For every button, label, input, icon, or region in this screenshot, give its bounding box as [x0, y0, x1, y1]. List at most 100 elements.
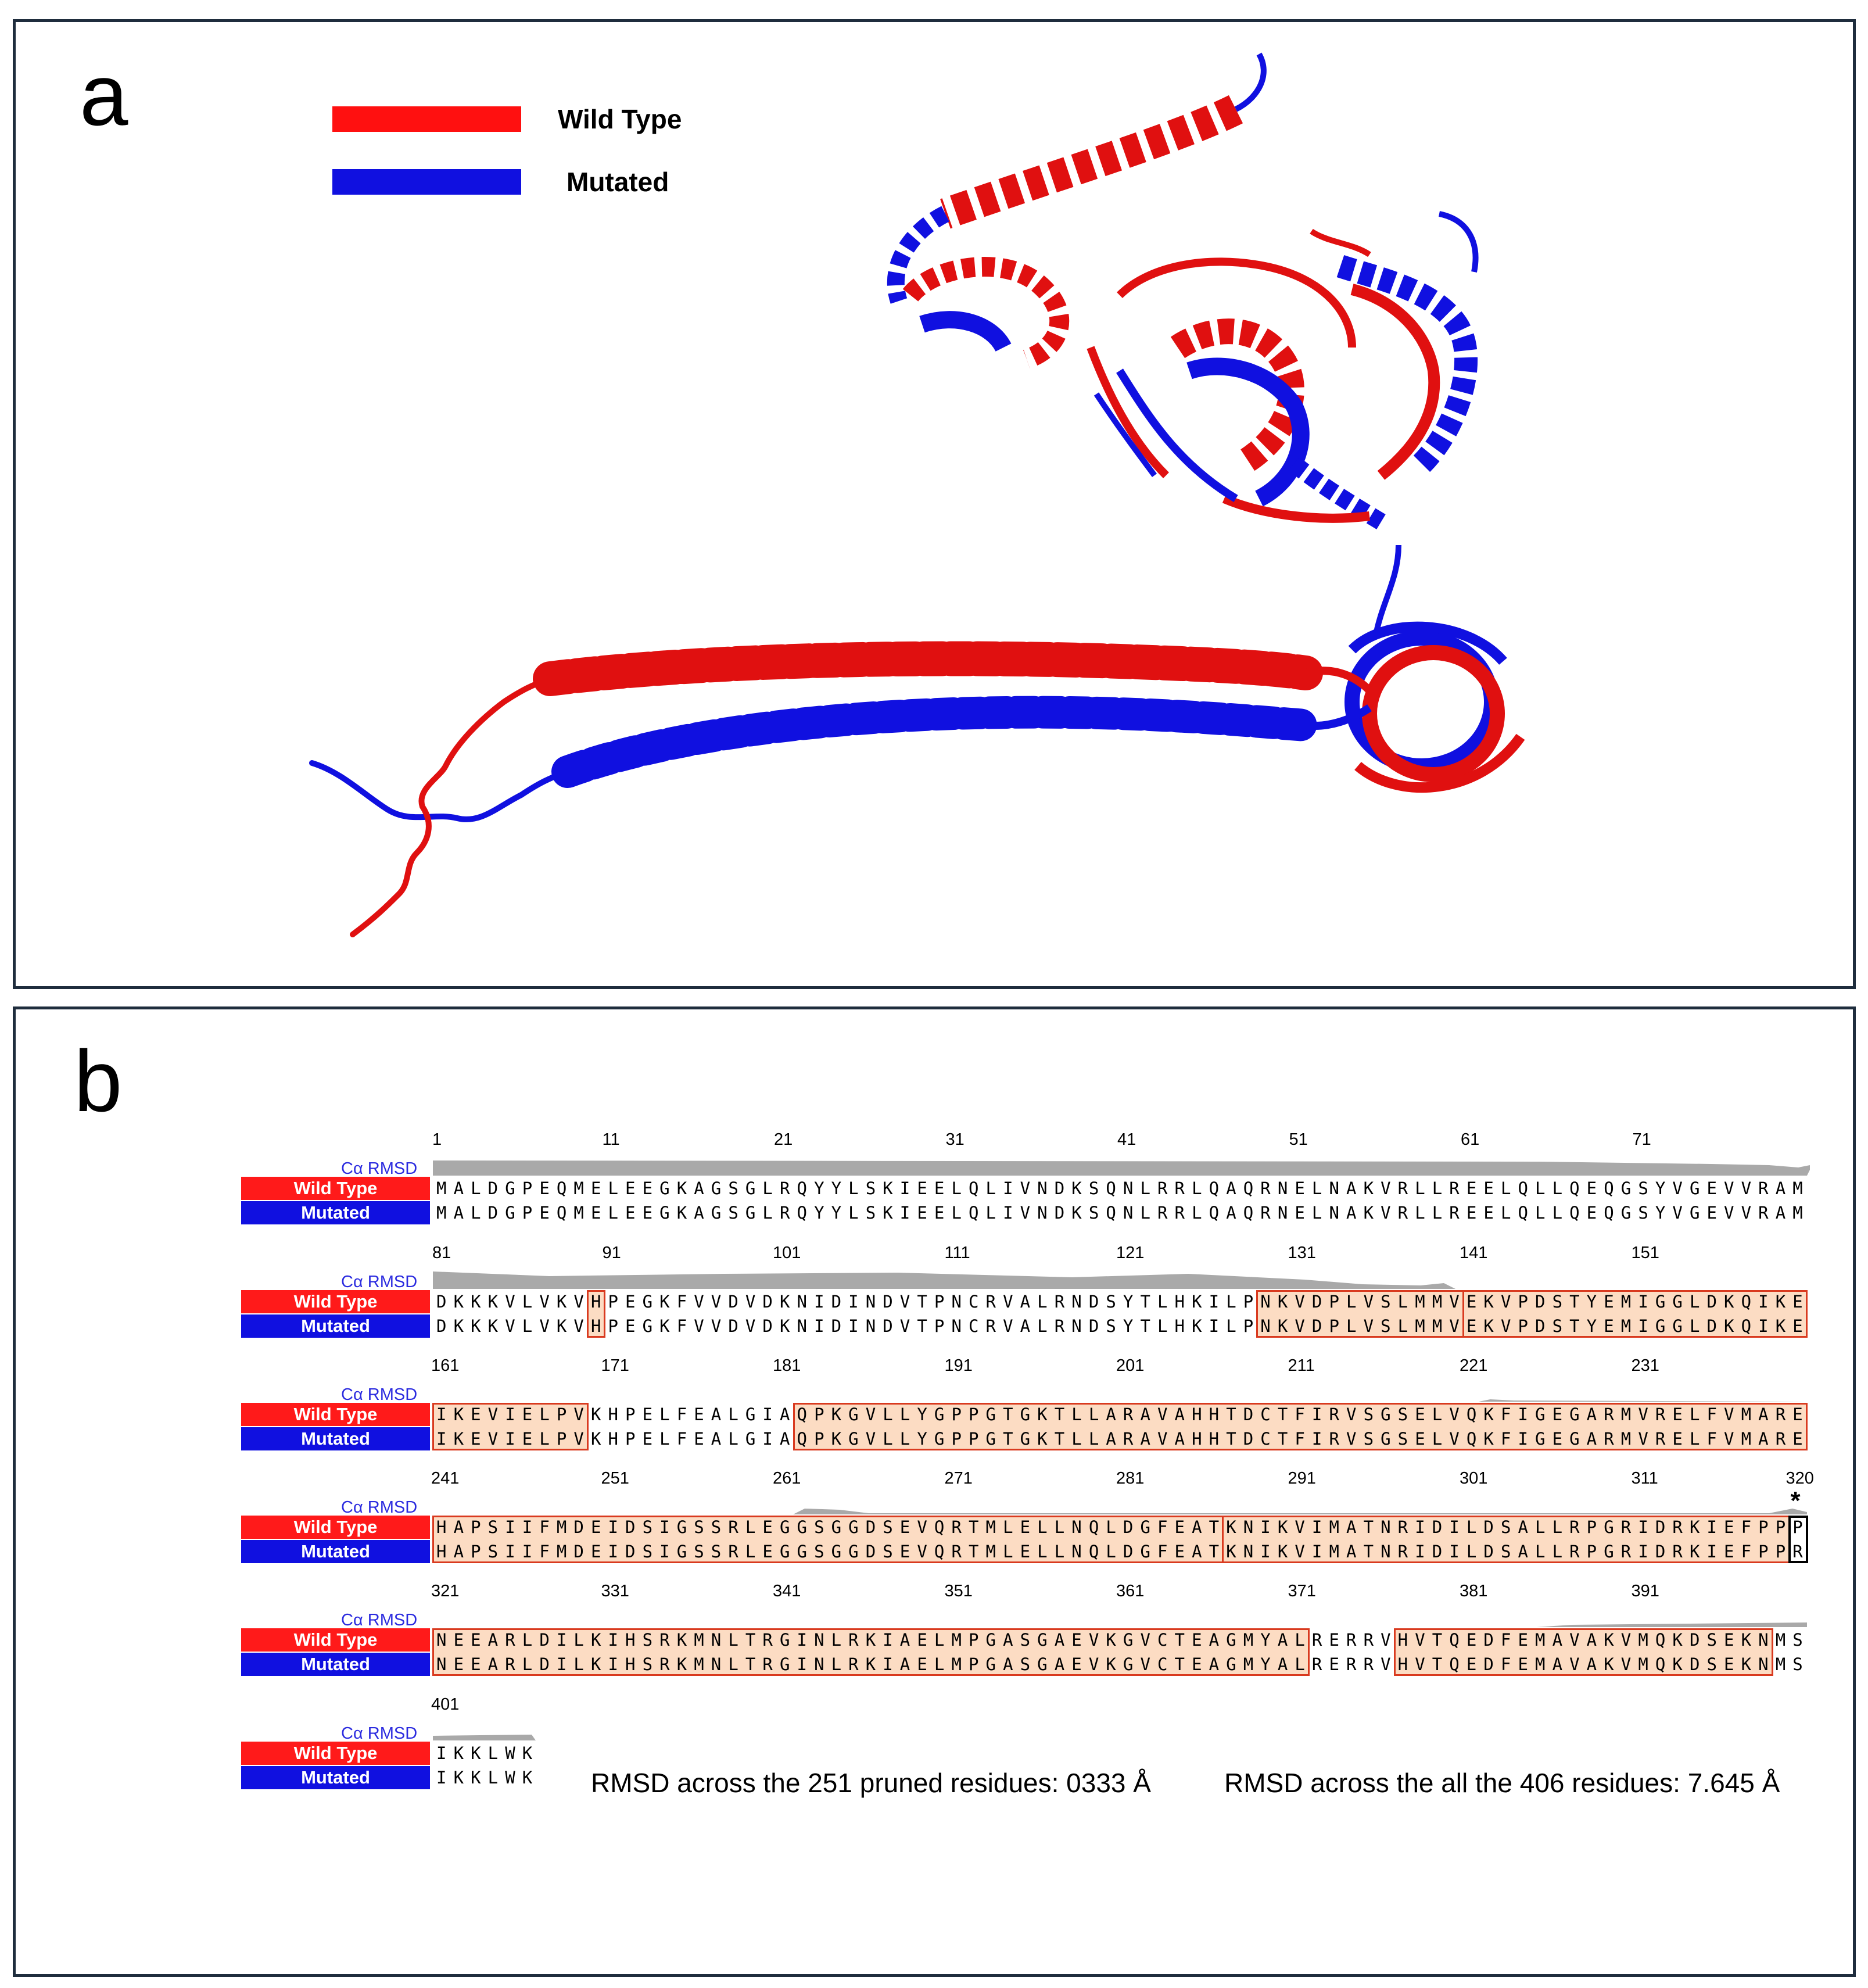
rmsd-track	[433, 1622, 1807, 1627]
rmsd-label: Cα RMSD	[341, 1273, 418, 1291]
position-number: 361	[1116, 1582, 1145, 1600]
row-label-wild-type: Wild Type	[241, 1290, 430, 1313]
position-number: 371	[1288, 1582, 1316, 1600]
position-number: 191	[944, 1356, 973, 1375]
position-number: 81	[432, 1244, 451, 1262]
aligned-region-highlight	[1222, 1516, 1791, 1563]
rmsd-bar	[433, 1622, 1807, 1627]
row-label-mutated: Mutated	[241, 1427, 430, 1450]
row-label-mutated: Mutated	[241, 1540, 430, 1563]
position-number: 301	[1460, 1469, 1488, 1488]
aligned-region-highlight	[432, 1516, 1224, 1563]
position-number: 281	[1116, 1469, 1145, 1488]
position-number: 211	[1288, 1356, 1315, 1375]
rmsd-bar	[433, 1509, 1807, 1514]
row-label-mutated: Mutated	[241, 1653, 430, 1676]
rmsd-bar	[433, 1399, 1807, 1402]
position-number: 171	[601, 1356, 629, 1375]
row-label-mutated: Mutated	[241, 1766, 430, 1789]
aligned-region-highlight	[1462, 1290, 1808, 1338]
rmsd-track	[433, 1735, 536, 1740]
rmsd-label: Cα RMSD	[341, 1611, 418, 1629]
position-number: 141	[1460, 1244, 1488, 1262]
rmsd-track	[433, 1509, 1807, 1514]
beta-barrel-domain	[1304, 545, 1525, 793]
rmsd-label: Cα RMSD	[341, 1385, 418, 1404]
panel-a: a Wild Type Mutated	[13, 19, 1856, 989]
aligned-region-highlight	[1256, 1290, 1464, 1338]
summary-all: RMSD across the all the 406 residues: 7.…	[1224, 1768, 1780, 1798]
position-number: 331	[601, 1582, 629, 1600]
position-number: 1	[432, 1130, 442, 1149]
rmsd-label: Cα RMSD	[341, 1498, 418, 1517]
position-number: 401	[431, 1695, 460, 1714]
position-number: 241	[431, 1469, 460, 1488]
position-number: 391	[1631, 1582, 1659, 1600]
mutation-marker: *	[1790, 1486, 1801, 1515]
legend-swatch-wild-type	[332, 106, 521, 132]
row-label-mutated: Mutated	[241, 1201, 430, 1224]
position-number: 320	[1785, 1469, 1814, 1488]
position-number: 31	[945, 1130, 965, 1149]
row-label-wild-type: Wild Type	[241, 1628, 430, 1652]
position-number: 351	[944, 1582, 973, 1600]
position-number: 221	[1460, 1356, 1488, 1375]
rmsd-label: Cα RMSD	[341, 1724, 418, 1743]
position-number: 321	[431, 1582, 460, 1600]
mutated-long-helix	[309, 696, 1322, 822]
rmsd-label: Cα RMSD	[341, 1159, 418, 1178]
row-label-wild-type: Wild Type	[241, 1403, 430, 1426]
wild-type-long-helix	[350, 641, 1323, 937]
aligned-region-highlight	[432, 1403, 589, 1450]
position-number: 271	[944, 1469, 973, 1488]
row-label-wild-type: Wild Type	[241, 1516, 430, 1539]
position-number: 111	[944, 1244, 970, 1262]
position-number: 101	[773, 1244, 801, 1262]
position-number: 381	[1460, 1582, 1488, 1600]
row-label-mutated: Mutated	[241, 1314, 430, 1338]
protein-structure-overlay	[309, 52, 1525, 937]
aligned-region-highlight	[1393, 1628, 1773, 1676]
rmsd-track	[433, 1271, 1455, 1289]
position-number: 201	[1116, 1356, 1145, 1375]
position-number: 91	[602, 1244, 621, 1262]
aligned-region-highlight	[586, 1290, 606, 1338]
position-number: 41	[1117, 1130, 1136, 1149]
rmsd-bar	[433, 1160, 1810, 1176]
position-number: 121	[1116, 1244, 1145, 1262]
position-number: 51	[1289, 1130, 1308, 1149]
position-number: 161	[431, 1356, 460, 1375]
rmsd-track	[433, 1160, 1810, 1176]
position-number: 11	[602, 1130, 620, 1149]
position-number: 261	[773, 1469, 801, 1488]
position-number: 251	[601, 1469, 629, 1488]
legend-label-wild-type: Wild Type	[558, 104, 682, 134]
position-number: 181	[773, 1356, 801, 1375]
position-number: 131	[1288, 1244, 1316, 1262]
aligned-region-highlight	[432, 1628, 1310, 1676]
legend-swatch-mutated	[332, 169, 521, 195]
position-number: 231	[1631, 1356, 1659, 1375]
mutation-site-box	[1788, 1516, 1808, 1563]
rmsd-bar	[433, 1271, 1455, 1289]
panel-letter-a: a	[80, 46, 128, 144]
position-number: 311	[1631, 1469, 1658, 1488]
panel-letter-b: b	[74, 1032, 123, 1130]
row-label-wild-type: Wild Type	[241, 1742, 430, 1765]
rmsd-track	[433, 1399, 1807, 1402]
row-label-wild-type: Wild Type	[241, 1177, 430, 1200]
position-number: 21	[774, 1130, 793, 1149]
